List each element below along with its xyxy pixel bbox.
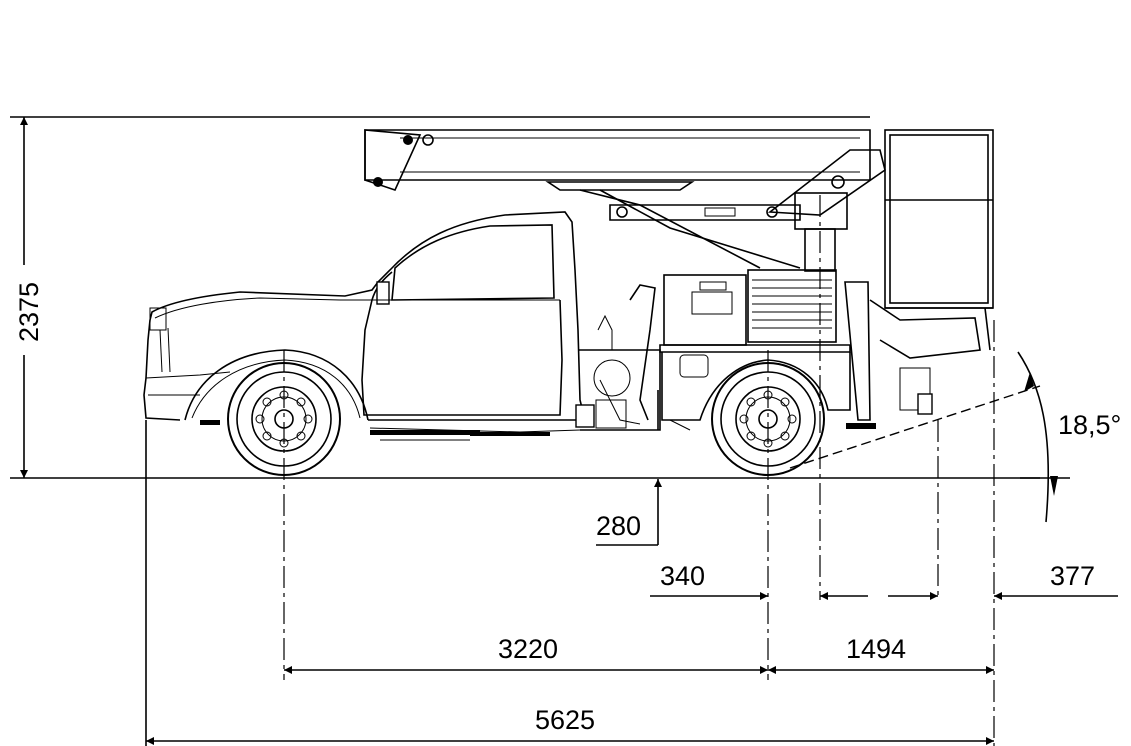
dim-label-ground-clearance: 280 <box>596 511 641 541</box>
truck-body <box>143 211 851 441</box>
dimension-overall-length: 5625 <box>145 420 994 746</box>
dimension-departure-angle: 18,5° <box>789 351 1121 523</box>
dim-label-overall-height: 2375 <box>14 282 44 342</box>
dimension-outrigger-offset: 340 <box>650 561 868 600</box>
dimension-overall-height: 2375 <box>10 116 870 479</box>
dimension-rear-overhang: 1494 <box>768 634 994 674</box>
dim-label-overall-length: 5625 <box>535 705 595 735</box>
dim-label-basket-overhang: 377 <box>1050 561 1095 591</box>
dim-label-rear-overhang: 1494 <box>846 634 906 664</box>
dim-label-outrigger-offset: 340 <box>660 561 705 591</box>
dimension-basket-overhang: 377 <box>888 561 1118 600</box>
dimension-ground-clearance: 280 <box>596 390 662 546</box>
aerial-boom <box>364 129 981 429</box>
dim-label-wheelbase: 3220 <box>498 634 558 664</box>
work-basket <box>884 129 994 351</box>
dimension-wheelbase: 3220 <box>284 634 768 674</box>
dim-label-departure-angle: 18,5° <box>1058 410 1121 440</box>
